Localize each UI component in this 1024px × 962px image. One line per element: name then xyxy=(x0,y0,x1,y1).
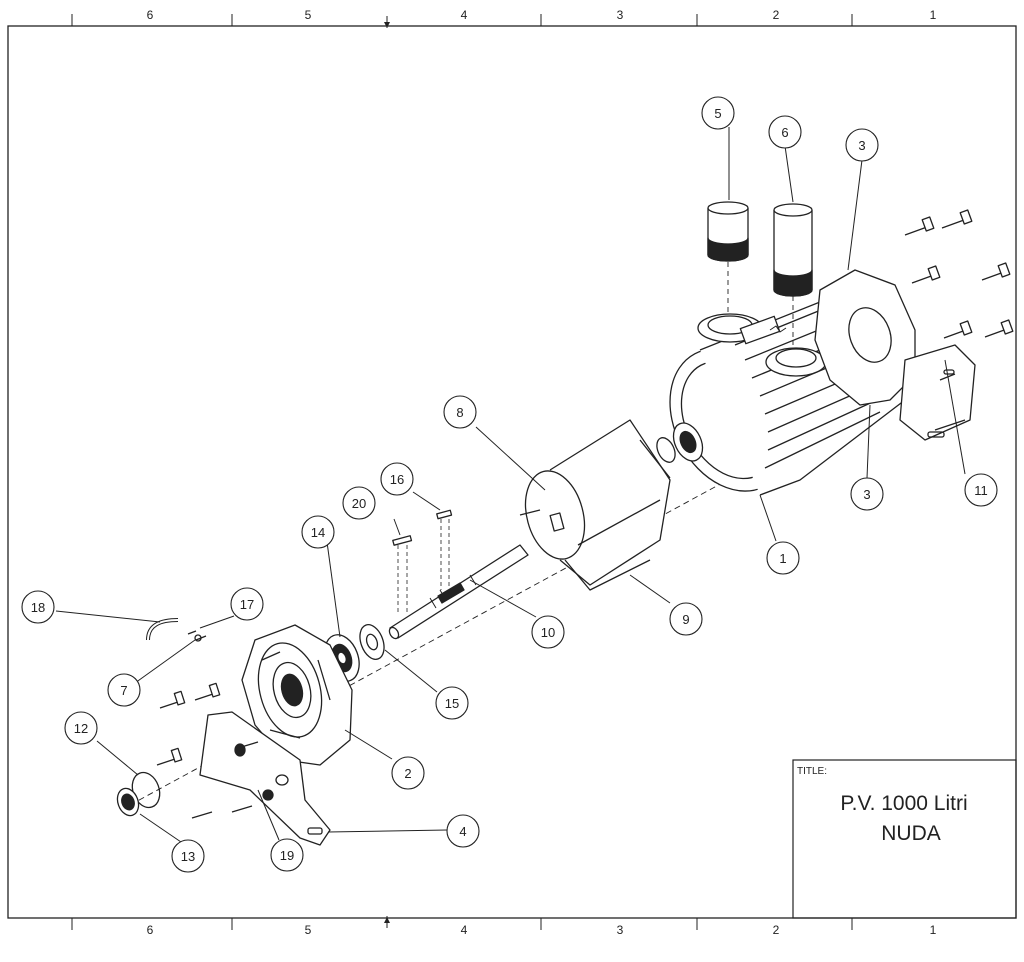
callout-9: 9 xyxy=(682,612,689,627)
callout-11: 11 xyxy=(974,483,988,498)
body-bearing xyxy=(656,422,704,463)
zone-label-top-1: 1 xyxy=(930,8,937,22)
zone-label-top-3: 3 xyxy=(617,8,624,22)
callout-20: 20 xyxy=(352,496,366,511)
lifting-hook xyxy=(146,618,207,642)
callout-18: 18 xyxy=(31,600,45,615)
rotor-cylinder xyxy=(519,419,671,591)
callout-15: 15 xyxy=(445,696,459,711)
callout-numbers: 1 2 3 3 4 5 6 7 8 9 10 11 12 13 14 15 16… xyxy=(31,106,988,864)
callout-8: 8 xyxy=(456,405,463,420)
callout-16: 16 xyxy=(390,472,404,487)
title-label: TITLE: xyxy=(797,766,827,777)
pump-exploded-view xyxy=(55,127,1014,846)
callout-17: 17 xyxy=(240,597,254,612)
callout-19: 19 xyxy=(280,848,294,863)
callout-5: 5 xyxy=(714,106,721,121)
zone-label-bottom-1: 1 xyxy=(930,923,937,937)
front-mount-bracket xyxy=(199,711,331,846)
front-cover xyxy=(241,624,353,766)
zone-label-top-2: 2 xyxy=(773,8,780,22)
seal-and-ring xyxy=(116,771,161,817)
drive-shaft xyxy=(388,544,529,640)
callout-leaders xyxy=(55,127,966,843)
callout-2: 2 xyxy=(404,766,411,781)
callout-3-top: 3 xyxy=(858,138,865,153)
callout-4: 4 xyxy=(459,824,466,839)
zone-label-bottom-6: 6 xyxy=(147,923,154,937)
callout-6: 6 xyxy=(781,125,788,140)
short-pipe-sleeve xyxy=(707,201,749,312)
zone-label-bottom-4: 4 xyxy=(461,923,468,937)
callout-3-bottom: 3 xyxy=(863,487,870,502)
front-bolts xyxy=(156,682,259,819)
shaft-washer xyxy=(359,624,385,660)
zone-label-top-4: 4 xyxy=(461,8,468,22)
zone-label-top-6: 6 xyxy=(147,8,154,22)
callout-13: 13 xyxy=(181,849,195,864)
drawing-border xyxy=(7,25,1017,919)
title-line-1: P.V. 1000 Litri xyxy=(840,792,967,815)
rear-flange-plate xyxy=(814,269,916,406)
callout-14: 14 xyxy=(311,525,325,540)
callout-1: 1 xyxy=(779,551,786,566)
zone-label-bottom-2: 2 xyxy=(773,923,780,937)
title-line-2: NUDA xyxy=(881,822,941,845)
callout-10: 10 xyxy=(541,625,555,640)
callout-bubbles xyxy=(21,96,998,873)
right-mount-bracket xyxy=(899,344,976,441)
zone-label-bottom-3: 3 xyxy=(617,923,624,937)
title-block: TITLE: P.V. 1000 Litri NUDA xyxy=(792,759,1017,919)
long-pipe-sleeve xyxy=(773,203,813,345)
zone-label-top-5: 5 xyxy=(305,8,312,22)
shaft-keys xyxy=(392,509,453,615)
callout-12: 12 xyxy=(74,721,88,736)
zone-label-bottom-5: 5 xyxy=(305,923,312,937)
callout-7: 7 xyxy=(120,683,127,698)
flange-bolts xyxy=(904,209,1014,339)
